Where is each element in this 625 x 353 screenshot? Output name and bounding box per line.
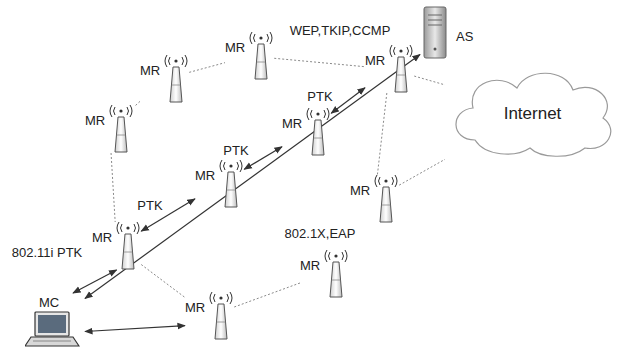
antenna-tower: [208, 292, 234, 340]
mesh-router: MR: [185, 292, 234, 340]
edge-label: 802.1X,EAP: [283, 226, 358, 241]
mesh-router: MR: [282, 108, 331, 156]
mesh-router: MR: [225, 32, 274, 80]
edge-label: PTK: [221, 143, 250, 158]
edge-label: 802.11i PTK: [10, 245, 85, 260]
mesh-link: [111, 153, 115, 222]
node-label: MR: [282, 116, 302, 131]
mesh-client: MC: [25, 293, 85, 348]
node-label: Internet: [504, 104, 562, 124]
internet-cloud: Internet: [445, 60, 620, 160]
node-label: MR: [365, 53, 385, 68]
mesh-router: MR: [195, 160, 244, 208]
antenna-tower: [218, 160, 244, 208]
antenna-tower: [388, 45, 414, 93]
laptop-icon: [25, 311, 80, 347]
node-label: MR: [185, 300, 205, 315]
antenna-tower: [248, 32, 274, 80]
mesh-link: [134, 101, 140, 106]
mesh-link: [141, 265, 185, 298]
antenna-tower: [373, 175, 399, 223]
node-label: MR: [300, 258, 320, 273]
node-label: AS: [456, 29, 473, 44]
key-exchange-arrow: [331, 88, 365, 114]
key-exchange-arrow: [73, 270, 117, 293]
mesh-router: MR: [350, 175, 399, 223]
antenna-tower: [323, 250, 349, 298]
mesh-router: MR: [140, 55, 189, 103]
mesh-link: [189, 63, 225, 73]
mesh-link: [274, 58, 365, 66]
node-label: MC: [39, 295, 59, 310]
mesh-link: [377, 93, 386, 175]
node-label: MR: [350, 183, 370, 198]
mesh-link: [414, 76, 445, 85]
mesh-router: MR: [365, 45, 414, 93]
antenna-tower: [163, 55, 189, 103]
key-exchange-arrow: [85, 55, 420, 299]
node-label: MR: [140, 63, 160, 78]
key-exchange-arrow: [85, 326, 185, 332]
mesh-router: MR: [300, 250, 349, 298]
mesh-link: [234, 283, 300, 307]
edge-label: PTK: [305, 89, 334, 104]
mesh-router: MR: [85, 105, 134, 153]
node-label: MR: [85, 113, 105, 128]
server-icon: [420, 5, 450, 60]
node-label: MR: [92, 230, 112, 245]
protocol-label: WEP,TKIP,CCMP: [288, 23, 393, 38]
node-label: MR: [225, 40, 245, 55]
edge-label: PTK: [135, 198, 164, 213]
auth-server: AS: [420, 5, 490, 60]
mesh-link: [399, 159, 445, 185]
mesh-router: MR: [92, 222, 141, 270]
antenna-tower: [108, 105, 134, 153]
antenna-tower: [115, 222, 141, 270]
antenna-tower: [305, 108, 331, 156]
node-label: MR: [195, 168, 215, 183]
